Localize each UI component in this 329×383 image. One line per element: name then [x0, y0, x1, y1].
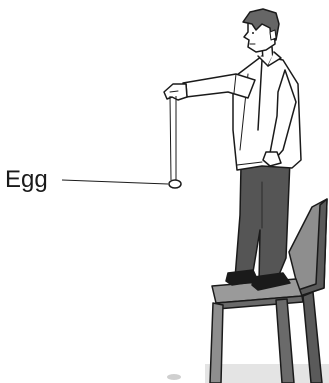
egg-callout: Egg [5, 166, 168, 193]
egg-label: Egg [5, 166, 48, 193]
floor-shadow [167, 364, 329, 383]
thread [170, 96, 176, 180]
extended-arm [183, 74, 255, 98]
egg [169, 180, 181, 188]
boy [164, 9, 301, 290]
egg-on-thread [169, 96, 181, 188]
egg-leader-line [62, 180, 168, 184]
